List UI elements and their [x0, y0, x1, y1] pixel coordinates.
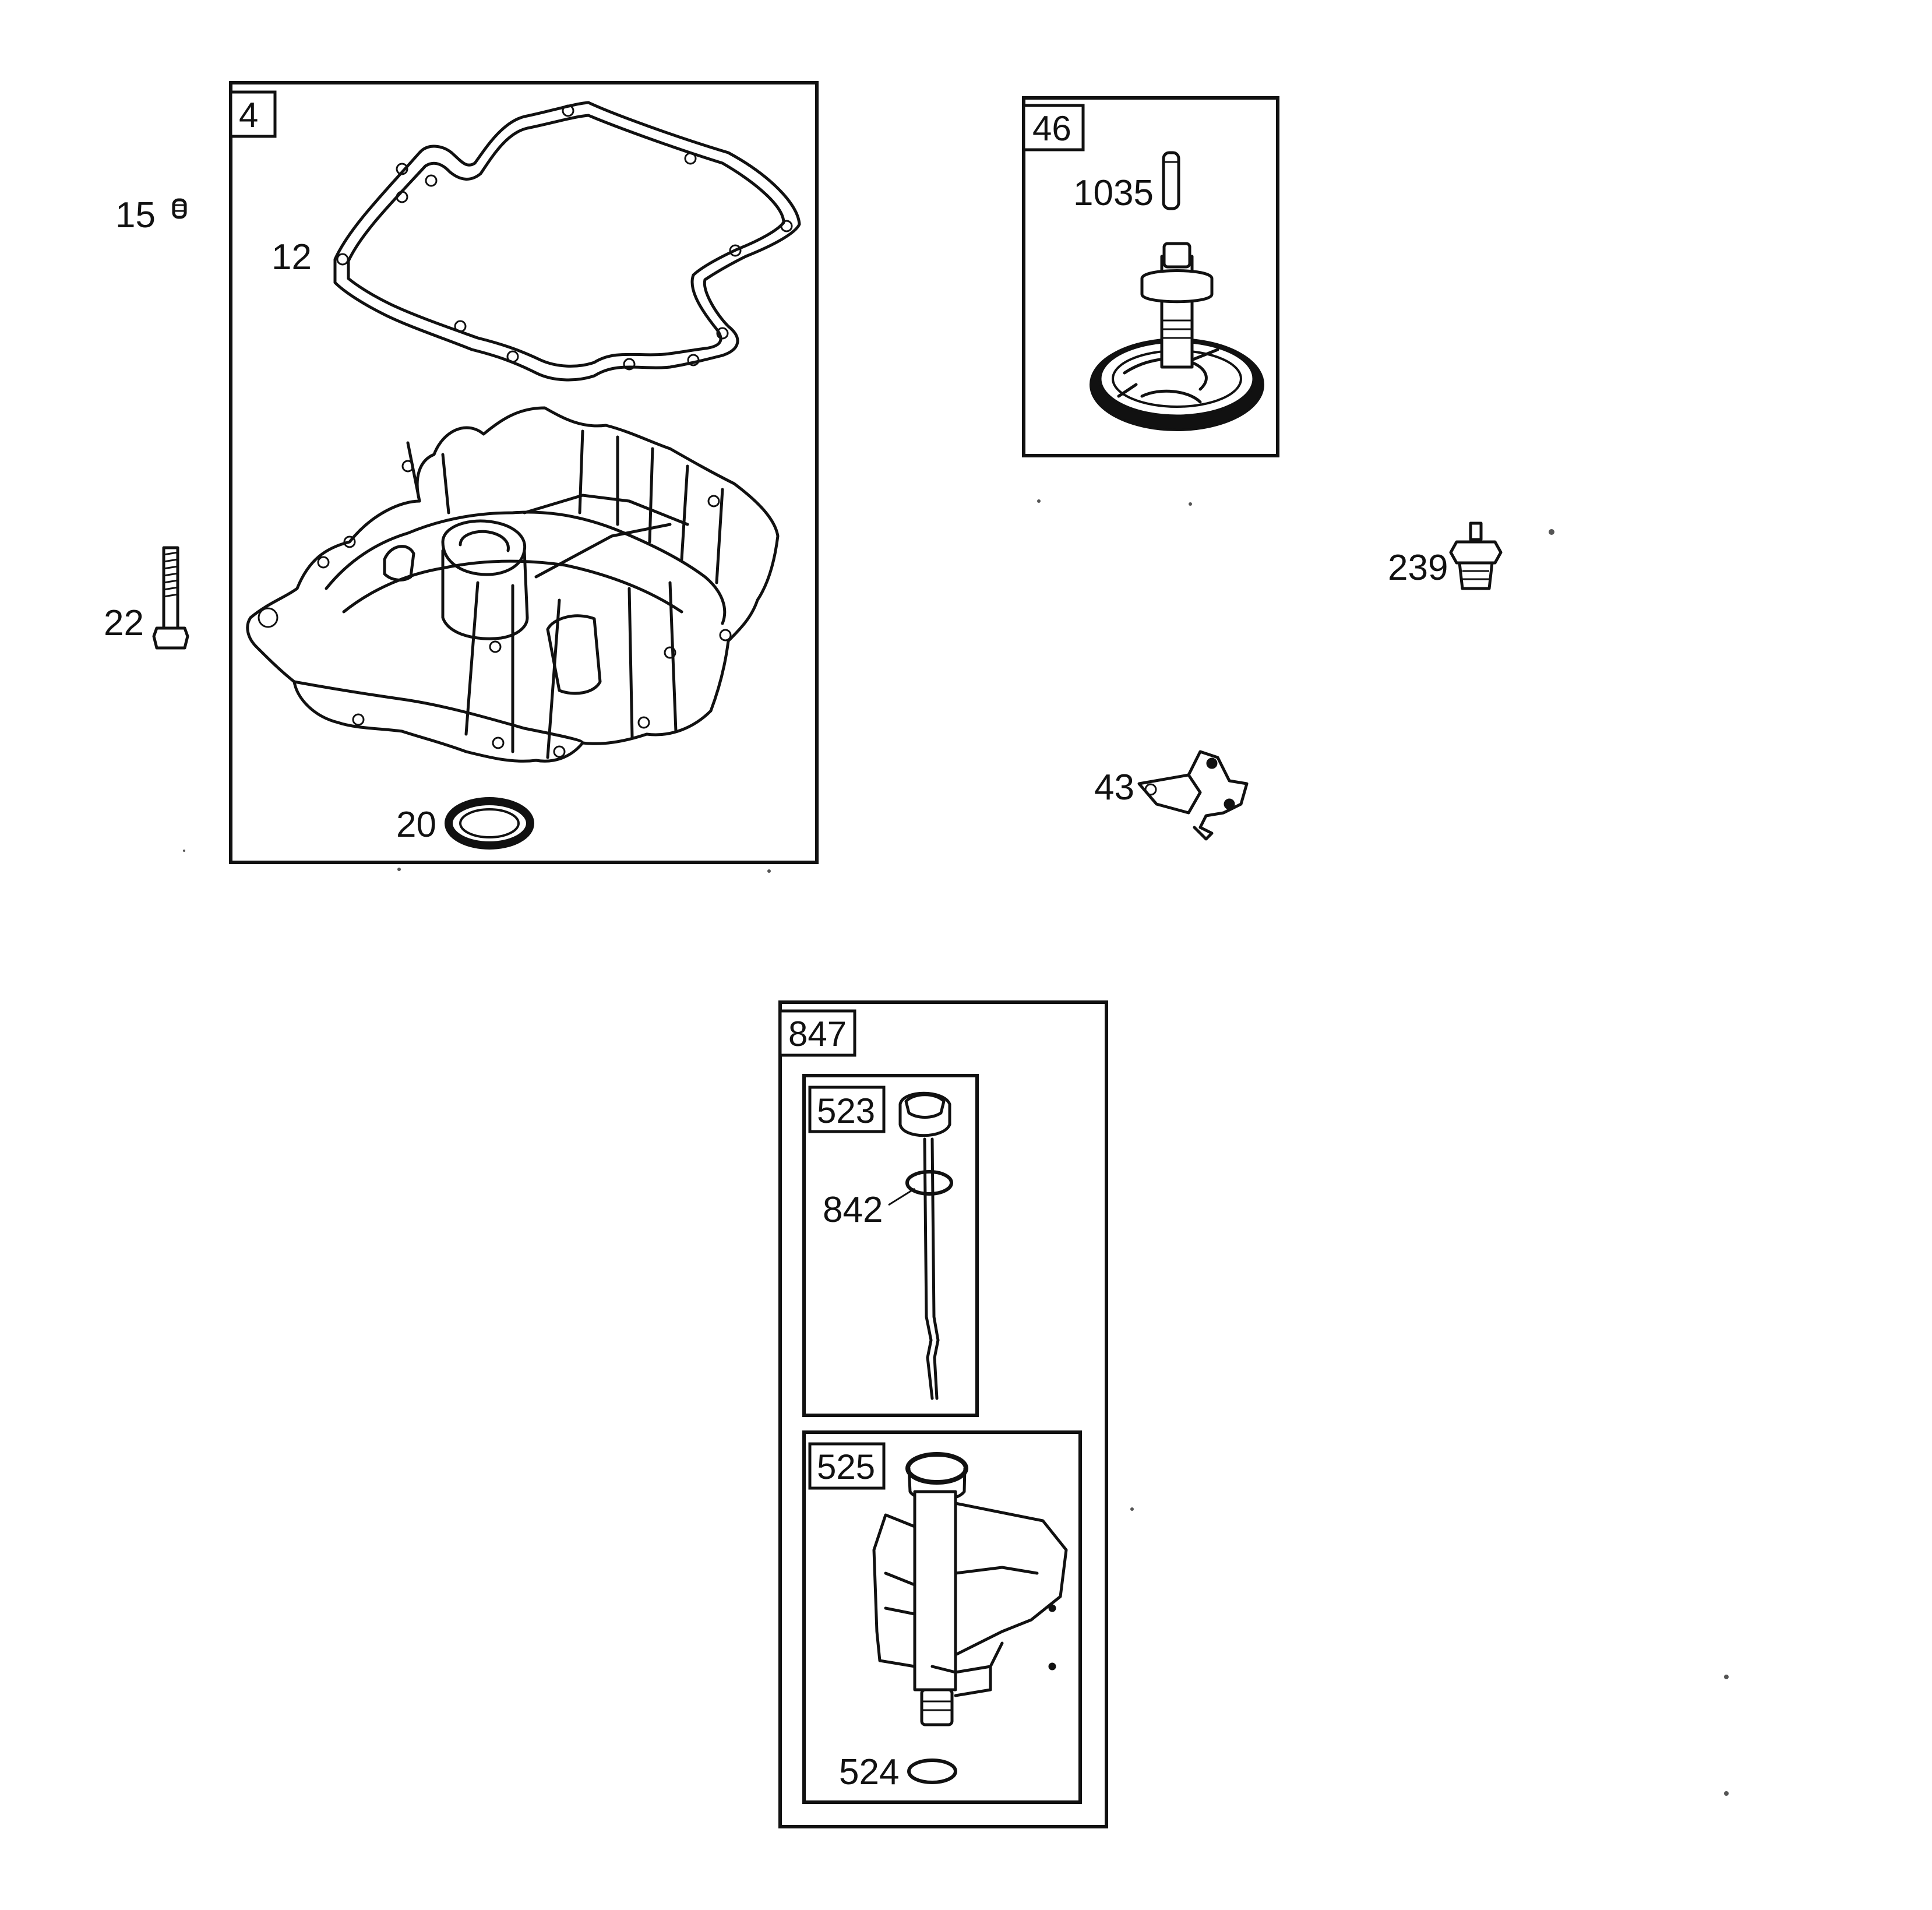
callout-1035: 1035	[1073, 173, 1154, 213]
leader-842	[888, 1187, 915, 1206]
sump-kit-tag: 4	[239, 96, 258, 135]
sump-kit-group: 4 12	[229, 81, 819, 864]
cam-pin-part	[1162, 151, 1180, 210]
oil-tube-kit-frame	[802, 1430, 1082, 1804]
cam-kit-frame	[1022, 96, 1279, 457]
oil-fill-kit-frame	[778, 1000, 1108, 1828]
callout-20: 20	[396, 805, 436, 845]
oil-tube-kit-tag-box	[808, 1442, 886, 1490]
dipstick-kit-frame	[802, 1074, 979, 1417]
sensor-part	[1449, 521, 1503, 590]
callout-43: 43	[1094, 767, 1134, 808]
dipstick-kit-tag: 523	[817, 1091, 875, 1130]
callout-12: 12	[272, 237, 312, 277]
callout-239: 239	[1388, 548, 1448, 588]
oil-fill-kit-group: 847 523 842 525	[778, 1000, 1108, 1828]
camshaft-part	[1090, 242, 1264, 431]
oil-fill-kit-tag: 847	[788, 1014, 847, 1053]
cam-kit-tag: 46	[1032, 109, 1071, 148]
sump-kit-tag-box	[229, 90, 277, 138]
callout-15: 15	[115, 195, 156, 235]
bolt-part	[152, 546, 189, 650]
gasket-part	[333, 101, 801, 382]
callout-22: 22	[104, 603, 144, 643]
oil-tube-part	[872, 1452, 1068, 1726]
cam-kit-group: 46 1035	[1022, 96, 1279, 457]
oil-fill-kit-tag-box	[778, 1009, 856, 1057]
callout-524: 524	[839, 1752, 899, 1792]
sump-body-part	[246, 406, 780, 763]
plug-part	[172, 198, 187, 219]
dipstick-part	[898, 1091, 953, 1400]
sump-kit-frame	[229, 81, 819, 864]
dipstick-kit-tag-box	[808, 1086, 886, 1133]
scan-specks	[183, 499, 1729, 1796]
callout-842: 842	[823, 1190, 883, 1230]
cam-kit-tag-box	[1022, 104, 1085, 151]
oil-seal-part	[445, 797, 534, 850]
governor-part	[1137, 750, 1249, 841]
o-ring-part	[907, 1759, 957, 1784]
oil-tube-kit-tag: 525	[817, 1447, 875, 1486]
